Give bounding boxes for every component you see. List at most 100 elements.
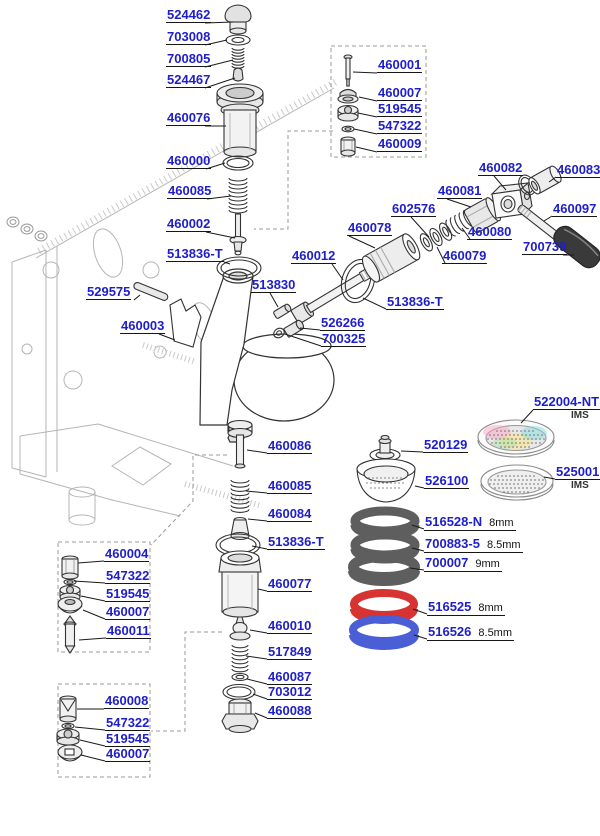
kit-boxes-and-connectors	[57, 45, 427, 778]
part-label-700325[interactable]: 700325	[321, 331, 367, 347]
part-label-460000[interactable]: 460000	[166, 153, 212, 169]
group-head-body	[199, 268, 335, 443]
part-label-524462[interactable]: 524462	[166, 7, 212, 23]
part-housing-460077	[218, 550, 262, 618]
part-label-602576[interactable]: 602576	[391, 201, 437, 217]
part-label-700739[interactable]: 700739	[522, 239, 568, 255]
part-label-703008[interactable]: 703008	[166, 29, 212, 45]
part-label-460002[interactable]: 460002	[166, 216, 212, 232]
part-label-460012[interactable]: 460012	[291, 248, 337, 264]
part-label-519545-top[interactable]: 519545	[377, 101, 423, 117]
part-label-529575[interactable]: 529575	[86, 284, 132, 300]
part-stem-460002	[229, 213, 247, 256]
part-oring-703012	[222, 683, 256, 701]
part-grip-700739	[553, 225, 600, 269]
part-label-460007-top[interactable]: 460007	[377, 85, 423, 101]
part-label-460088[interactable]: 460088	[267, 703, 313, 719]
part-label-460085-bottom[interactable]: 460085	[267, 478, 313, 494]
part-label-460082[interactable]: 460082	[478, 160, 524, 176]
part-washers-602576	[419, 222, 453, 252]
part-stem-460086	[227, 419, 253, 469]
part-label-460085-top[interactable]: 460085	[167, 183, 213, 199]
size-note-8-5mm-a: 8.5mm	[486, 539, 521, 551]
part-label-513836T-top[interactable]: 513836-T	[166, 246, 224, 262]
part-label-516528N: 516528-N 8mm	[424, 515, 516, 531]
part-label-460097[interactable]: 460097	[552, 201, 598, 217]
part-pin-513830	[273, 303, 292, 319]
part-label-524467[interactable]: 524467	[166, 72, 212, 88]
part-label-460011[interactable]: 460011	[106, 623, 151, 639]
part-label-516526: 516526 8.5mm	[427, 624, 515, 641]
part-label-513836T-bottom[interactable]: 513836-T	[267, 534, 325, 550]
part-label-460004[interactable]: 460004	[104, 546, 150, 562]
part-piston-460078	[361, 233, 421, 283]
part-label-703012[interactable]: 703012	[267, 684, 313, 700]
part-cylinder-460083	[528, 165, 562, 195]
part-label-547322-box1[interactable]: 547322	[105, 568, 151, 584]
part-label-547322-top[interactable]: 547322	[377, 118, 423, 134]
part-screen-522004NT	[477, 419, 555, 458]
part-label-460087[interactable]: 460087	[267, 669, 313, 685]
size-note-9mm: 9mm	[475, 558, 500, 570]
part-label-460084[interactable]: 460084	[267, 506, 313, 522]
part-number-700007[interactable]: 700007	[425, 555, 469, 570]
lower-column-parts	[215, 419, 262, 734]
part-body-460076	[216, 83, 264, 158]
kit-box-1-parts	[57, 555, 83, 655]
right-stack	[348, 419, 555, 650]
part-number-700883-5[interactable]: 700883-5	[425, 536, 480, 551]
part-label-460001[interactable]: 460001	[377, 57, 423, 73]
size-note-8-5mm-b: 8.5mm	[478, 627, 513, 639]
part-label-517849[interactable]: 517849	[267, 644, 313, 660]
part-label-519545-box1[interactable]: 519545	[105, 586, 151, 602]
part-label-513830[interactable]: 513830	[251, 277, 297, 293]
kit-box-2-parts	[56, 695, 83, 762]
part-label-460077[interactable]: 460077	[267, 576, 313, 592]
part-label-700883-5: 700883-5 8.5mm	[424, 537, 523, 553]
part-ring-516526	[349, 615, 419, 650]
part-washer-700325	[273, 327, 285, 339]
part-label-526266[interactable]: 526266	[320, 315, 366, 331]
part-label-460078[interactable]: 460078	[347, 220, 393, 236]
top-column-parts	[216, 4, 264, 280]
part-label-460007-box2[interactable]: 460007	[105, 746, 151, 762]
part-label-520129[interactable]: 520129	[423, 437, 469, 453]
part-shower-holder-526100	[356, 458, 416, 503]
part-spring-460085-top	[228, 177, 248, 214]
part-label-460076[interactable]: 460076	[166, 110, 212, 126]
part-label-516525: 516525 8mm	[427, 600, 505, 616]
part-oring-460000	[222, 155, 254, 171]
part-number-516525[interactable]: 516525	[428, 599, 472, 614]
part-label-700805[interactable]: 700805	[166, 51, 212, 67]
part-number-516526[interactable]: 516526	[428, 624, 472, 639]
size-note-8mm-a: 8mm	[489, 517, 514, 529]
part-label-460010[interactable]: 460010	[267, 618, 313, 634]
part-label-526100[interactable]: 526100	[424, 473, 470, 489]
part-label-460003[interactable]: 460003	[120, 318, 166, 334]
part-spring-460085-bottom	[230, 479, 250, 513]
right-assembly	[340, 165, 600, 304]
part-label-460080[interactable]: 460080	[467, 224, 513, 240]
part-label-547322-box2[interactable]: 547322	[105, 715, 151, 731]
part-label-460083[interactable]: 460083	[556, 162, 600, 178]
part-label-460079[interactable]: 460079	[442, 248, 488, 264]
part-number-516528N[interactable]: 516528-N	[425, 514, 483, 529]
part-label-460081[interactable]: 460081	[437, 183, 483, 199]
part-label-460009[interactable]: 460009	[377, 136, 423, 152]
brand-note-ims-2: IMS	[571, 480, 589, 491]
part-label-519545-box2[interactable]: 519545	[105, 731, 151, 747]
part-washer-703008	[225, 34, 251, 46]
part-label-525001[interactable]: 525001	[555, 464, 600, 480]
part-label-460008[interactable]: 460008	[104, 693, 150, 709]
part-jet-520129	[369, 434, 401, 462]
part-label-460086[interactable]: 460086	[267, 438, 313, 454]
part-washer-460087	[231, 672, 249, 682]
part-cone-524467	[232, 67, 244, 82]
part-label-522004NT[interactable]: 522004-NT	[533, 394, 600, 410]
part-valve-460010	[229, 616, 251, 641]
part-label-513836T-mid[interactable]: 513836-T	[386, 294, 444, 310]
part-screen-525001	[480, 464, 554, 501]
part-label-460007-box1[interactable]: 460007	[105, 604, 151, 620]
